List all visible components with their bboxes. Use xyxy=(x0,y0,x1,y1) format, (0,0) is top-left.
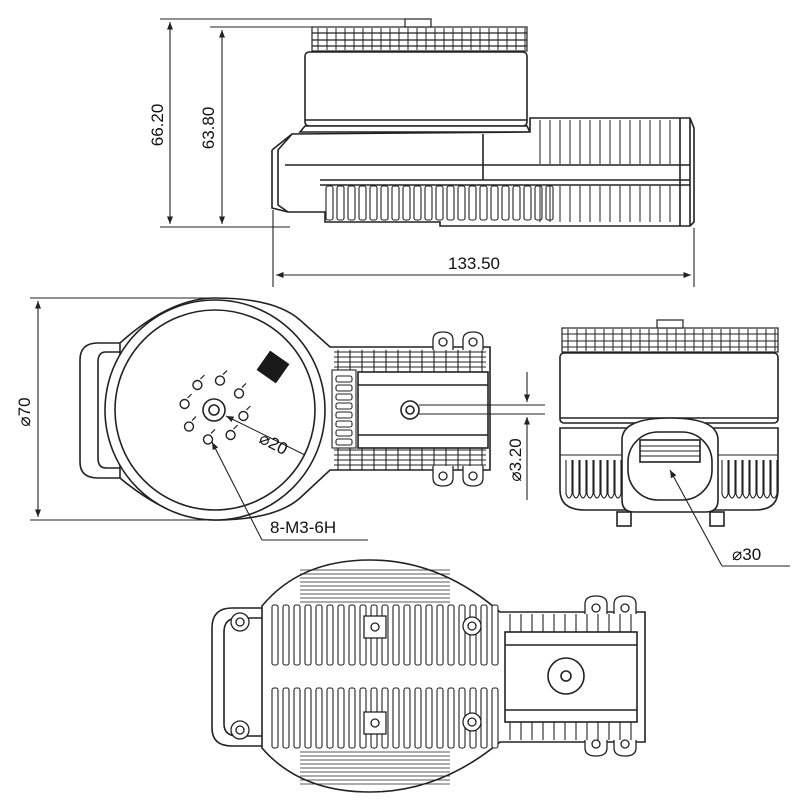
front-fin-ticks xyxy=(567,329,776,351)
bolt-hole xyxy=(183,421,195,432)
bolt-hole xyxy=(233,388,245,399)
sensor-square xyxy=(256,350,290,384)
bolt-hole xyxy=(179,398,190,410)
bottom-shaft xyxy=(547,657,585,695)
motor-base xyxy=(298,125,532,133)
dim-thread-label: 8-M3-6H xyxy=(270,518,336,537)
dim-shaft-offset-label: ⌀3.20 xyxy=(506,438,525,481)
top-view xyxy=(79,297,491,521)
bolt-hole xyxy=(225,429,236,441)
front-view xyxy=(559,319,779,527)
front-motor-bell xyxy=(559,352,779,424)
fin-ticks xyxy=(317,28,526,50)
top-lugs xyxy=(432,331,484,487)
top-ribs xyxy=(331,350,486,470)
side-ribs xyxy=(325,185,554,221)
dim-height-total-label: 66.20 xyxy=(148,104,167,147)
front-ribs xyxy=(560,454,778,499)
dim-diameter-outer-label: ⌀70 xyxy=(15,397,34,426)
dim-bolt-circle xyxy=(225,415,306,456)
bolt-hole xyxy=(238,410,249,422)
dim-diameter-outer xyxy=(30,297,215,521)
bottom-mount-holes xyxy=(230,612,482,740)
dim-thread-leader xyxy=(211,441,368,541)
clamp-ribs xyxy=(539,120,671,222)
front-fins xyxy=(561,327,779,353)
bolt-hole xyxy=(202,434,214,445)
bolt-holes xyxy=(179,370,251,445)
bottom-view xyxy=(211,559,646,793)
dim-length-label: 133.50 xyxy=(448,254,500,273)
side-view xyxy=(271,18,695,227)
dim-tube-label: ⌀30 xyxy=(732,545,761,564)
dim-length xyxy=(272,210,695,287)
bottom-outline xyxy=(261,559,646,793)
dim-height-body-label: 63.80 xyxy=(199,107,218,150)
dim-height-body xyxy=(210,26,312,224)
bolt-hole xyxy=(214,375,226,386)
motor-bell xyxy=(304,51,528,127)
bottom-lugs xyxy=(584,595,637,757)
bolt-hole xyxy=(192,379,203,391)
dim-shaft-offset xyxy=(419,372,545,500)
arm-tube-top xyxy=(357,371,489,449)
tube-grille xyxy=(640,445,700,457)
arm-shaft-hole xyxy=(400,400,420,420)
top-fins xyxy=(311,18,528,52)
dim-tube xyxy=(669,469,790,567)
dim-height-total xyxy=(160,18,410,228)
